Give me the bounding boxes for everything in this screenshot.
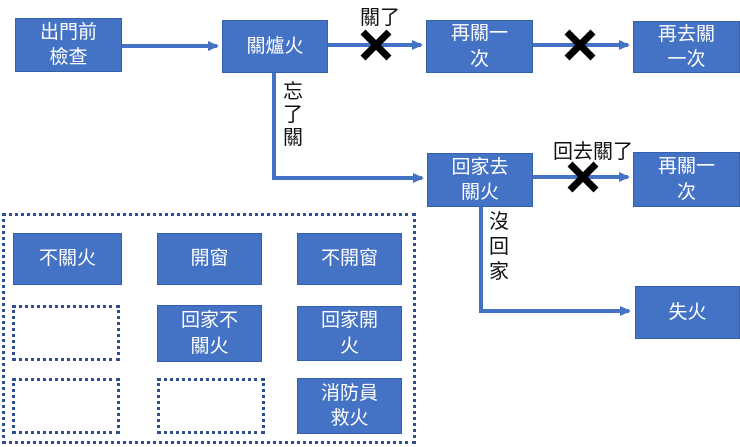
bank-tile-open-window[interactable]: 開窗 xyxy=(157,233,262,285)
bank-tile-home-not-turn-off[interactable]: 回家不 關火 xyxy=(157,305,262,362)
cross-icon xyxy=(567,161,599,193)
node-go-home-turn-off: 回家去 關火 xyxy=(427,153,533,207)
bank-tile-firefighter-put-out-fire[interactable]: 消防員 救火 xyxy=(297,378,402,434)
edge-label-went-back-turned-off: 回去關了 xyxy=(553,139,633,163)
cross-icon xyxy=(360,29,392,61)
bank-empty-slot-3[interactable] xyxy=(157,378,265,434)
bank-empty-slot-1[interactable] xyxy=(12,305,120,361)
node-go-turn-off-again: 再去關 一次 xyxy=(633,21,740,73)
node-turn-off-again-2: 再關一 次 xyxy=(633,152,740,207)
node-turn-off-again: 再關一 次 xyxy=(426,20,533,73)
edge-label-turned-off: 關了 xyxy=(360,5,400,29)
edge-label-did-not-go-home: 沒 回 家 xyxy=(489,209,509,283)
cross-icon xyxy=(564,29,596,61)
node-fire-breaks-out: 失火 xyxy=(635,286,740,339)
bank-empty-slot-2[interactable] xyxy=(12,378,120,434)
edge-label-forgot-to-turn-off: 忘 了 關 xyxy=(283,79,303,149)
bank-tile-not-turn-off-fire[interactable]: 不關火 xyxy=(13,233,122,285)
bank-tile-home-turn-on-fire[interactable]: 回家開 火 xyxy=(297,306,402,361)
node-check-before-leaving: 出門前 檢查 xyxy=(15,18,122,72)
bank-tile-not-open-window[interactable]: 不開窗 xyxy=(297,233,402,285)
answer-bank: 不關火 開窗 不開窗 回家不 關火 回家開 火 消防員 救火 xyxy=(2,213,416,444)
node-turn-off-stove: 關爐火 xyxy=(222,20,328,73)
